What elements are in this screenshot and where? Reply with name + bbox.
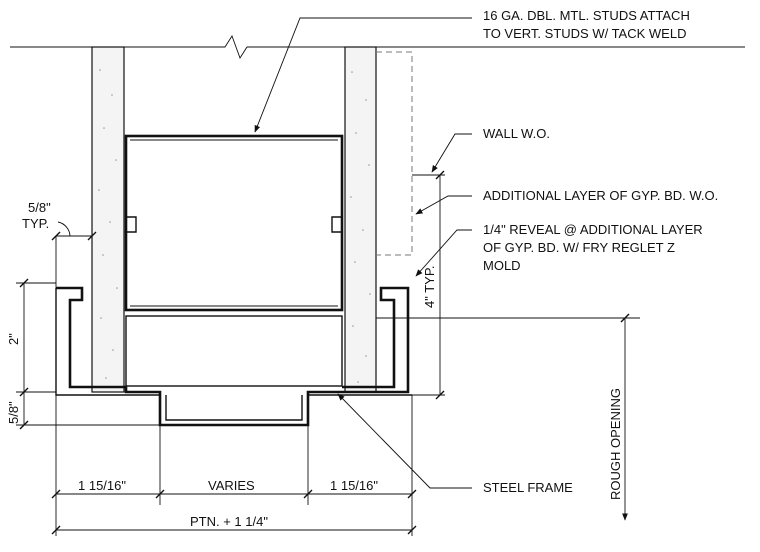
extension-lines <box>16 174 445 536</box>
stud-lower <box>125 315 343 387</box>
stud-notch-right <box>331 216 342 233</box>
note-wall-wo: WALL W.O. <box>483 126 550 141</box>
dim-5-8-top <box>51 221 97 241</box>
note-studs-line1: 16 GA. DBL. MTL. STUDS ATTACH <box>483 8 690 23</box>
dim-5-8-side <box>19 392 29 430</box>
dim-label-rough-opening: ROUGH OPENING <box>608 388 623 500</box>
leaders <box>254 17 472 489</box>
dim-label-left-face: 1 15/16" <box>78 478 126 493</box>
dim-2-inch <box>19 278 29 397</box>
dim-label-4-inch: 4" TYP. <box>422 266 437 308</box>
stud-upper-inner <box>130 139 338 307</box>
steel-frame-stop <box>165 395 303 421</box>
dim-label-2-inch: 2" <box>6 333 21 345</box>
dim-label-5-8-side: 5/8" <box>6 401 21 424</box>
stud-upper <box>124 134 344 312</box>
dim-label-varies: VARIES <box>208 478 255 493</box>
note-reveal-line3: MOLD <box>483 258 521 273</box>
note-reveal-line2: OF GYP. BD. W/ FRY REGLET Z <box>483 240 675 255</box>
gypsum-board-left <box>91 46 125 393</box>
additional-gypsum-layer <box>376 51 413 256</box>
dim-label-typ: TYP. <box>22 216 49 231</box>
gypsum-stipple-left <box>98 69 118 379</box>
dim-label-5-8-top: 5/8" <box>28 200 51 215</box>
dim-label-overall: PTN. + 1 1/4" <box>190 514 268 529</box>
break-line <box>10 34 745 60</box>
steel-frame <box>56 286 410 427</box>
note-reveal-line1: 1/4" REVEAL @ ADDITIONAL LAYER <box>483 222 703 237</box>
note-steel-frame: STEEL FRAME <box>483 480 573 495</box>
gypsum-stipple-right <box>350 71 371 383</box>
dim-4-inch <box>435 170 445 400</box>
note-additional-layer: ADDITIONAL LAYER OF GYP. BD. W.O. <box>483 188 718 203</box>
rough-opening-arrow <box>620 313 630 521</box>
note-studs-line2: TO VERT. STUDS W/ TACK WELD <box>483 26 686 41</box>
dim-chain <box>51 489 417 535</box>
dim-label-right-face: 1 15/16" <box>330 478 378 493</box>
gypsum-board-right <box>344 46 377 393</box>
stud-notch-left <box>126 216 137 233</box>
